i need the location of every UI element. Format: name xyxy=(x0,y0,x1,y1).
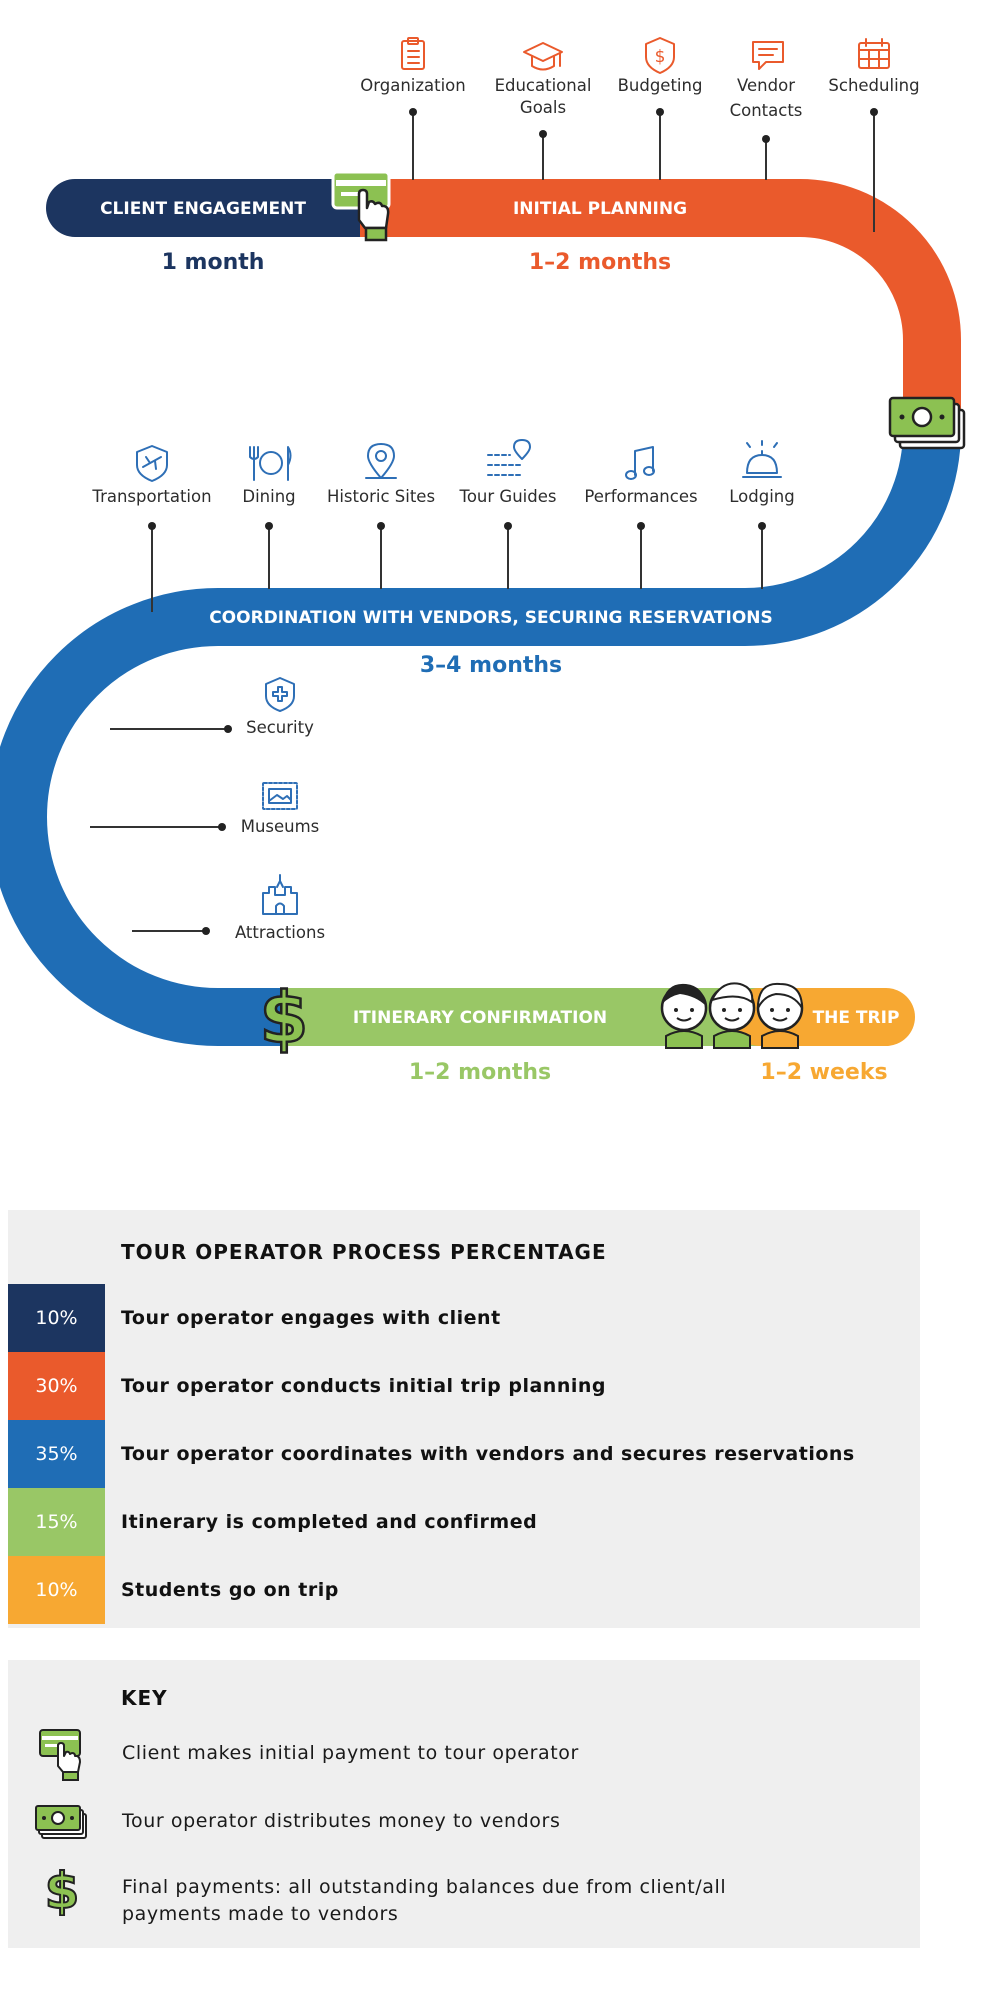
cash-stack-icon xyxy=(888,396,966,450)
vendor-task-label: Dining xyxy=(242,487,295,506)
stage-label-the-trip: THE TRIP xyxy=(813,1008,900,1028)
key-item-text: Client makes initial payment to tour ope… xyxy=(122,1742,579,1764)
students-icon xyxy=(660,982,804,1049)
stage-label-client-engagement: CLIENT ENGAGEMENT xyxy=(100,199,306,219)
vendor-task-tour-guides: Tour Guides xyxy=(459,439,557,589)
map-pin-icon xyxy=(365,443,397,479)
fork-knife-plate-icon xyxy=(249,446,292,481)
vendor-task-performances: Performances xyxy=(584,446,698,589)
svg-text:$: $ xyxy=(655,47,666,67)
key-item-text-line1: Final payments: all outstanding balances… xyxy=(122,1876,727,1898)
key-item-text: Tour operator distributes money to vendo… xyxy=(122,1810,561,1832)
svg-text:$: $ xyxy=(45,1862,80,1916)
graduation-cap-icon xyxy=(523,42,563,71)
vendor-task-label: Tour Guides xyxy=(459,487,557,506)
chat-bubble-icon xyxy=(752,41,784,70)
percentage-description: Tour operator engages with client xyxy=(121,1307,501,1329)
duration-coordination: 3–4 months xyxy=(420,653,562,678)
key-item-text-line2: payments made to vendors xyxy=(122,1903,399,1925)
planning-task-budgeting: $ Budgeting xyxy=(618,37,703,180)
process-percentage-panel: TOUR OPERATOR PROCESS PERCENTAGE 10% Tou… xyxy=(8,1210,920,1628)
service-bell-icon xyxy=(742,440,782,478)
vendor-task-label: Historic Sites xyxy=(327,487,435,506)
vendor-task-transportation: Transportation xyxy=(91,445,212,612)
vendor-task-dining: Dining xyxy=(242,446,296,589)
music-note-icon xyxy=(625,446,655,480)
percentage-description: Students go on trip xyxy=(121,1579,339,1601)
airplane-shield-icon xyxy=(136,445,168,482)
dollar-shield-icon: $ xyxy=(645,37,675,74)
card-payment-hand-icon xyxy=(331,170,391,242)
percentage-description: Itinerary is completed and confirmed xyxy=(121,1511,538,1533)
process-timeline-diagram: CLIENT ENGAGEMENT 1 month INITIAL PLANNI… xyxy=(0,37,966,1085)
stage-label-coordination: COORDINATION WITH VENDORS, SECURING RESE… xyxy=(209,608,773,628)
planning-task-scheduling: Scheduling xyxy=(828,38,920,232)
vendor-task-lodging: Lodging xyxy=(729,440,795,589)
medical-shield-icon xyxy=(265,677,295,712)
planning-task-label: Budgeting xyxy=(618,76,703,95)
dollar-sign-icon: $ xyxy=(258,976,309,1061)
calendar-icon xyxy=(858,38,890,69)
card-payment-hand-icon xyxy=(39,1729,81,1781)
vendor-task-security: Security xyxy=(110,677,314,737)
framed-picture-icon xyxy=(262,782,298,810)
vendor-task-label: Museums xyxy=(241,817,320,836)
dollar-sign-icon: $ xyxy=(44,1861,81,1916)
percentage-swatch: 10% xyxy=(8,1556,105,1624)
planning-task-label-line1: Vendor xyxy=(737,76,795,95)
key-item-text: Final payments: all outstanding balances… xyxy=(122,1874,822,1928)
planning-task-label-line2: Contacts xyxy=(730,101,803,120)
stage-label-itinerary: ITINERARY CONFIRMATION xyxy=(353,1008,607,1028)
svg-text:$: $ xyxy=(260,977,309,1059)
vendor-task-label: Security xyxy=(246,718,314,737)
duration-initial-planning: 1–2 months xyxy=(529,250,671,275)
key-title: KEY xyxy=(121,1686,168,1710)
stage-label-initial-planning: INITIAL PLANNING xyxy=(513,199,687,219)
duration-client-engagement: 1 month xyxy=(162,250,265,275)
panel-title: TOUR OPERATOR PROCESS PERCENTAGE xyxy=(121,1240,607,1264)
track-coordination xyxy=(0,429,961,1046)
vendor-task-label: Transportation xyxy=(91,487,211,506)
planning-task-organization: Organization xyxy=(360,37,466,180)
vendor-task-museums: Museums xyxy=(90,782,320,836)
cash-stack-icon xyxy=(35,1805,87,1839)
percentage-row: 10% Students go on trip xyxy=(8,1556,920,1624)
vendor-task-attractions: Attractions xyxy=(132,874,325,942)
vendor-task-historic-sites: Historic Sites xyxy=(327,443,435,589)
percentage-row: 10% Tour operator engages with client xyxy=(8,1284,920,1352)
planning-task-label-line2: Goals xyxy=(520,98,566,117)
key-panel: KEY Client makes initial payment to tour… xyxy=(8,1660,920,1948)
percentage-swatch: 30% xyxy=(8,1352,105,1420)
percentage-description: Tour operator conducts initial trip plan… xyxy=(121,1375,606,1397)
duration-the-trip: 1–2 weeks xyxy=(760,1060,887,1085)
vendor-task-label: Performances xyxy=(584,487,697,506)
percentage-row: 35% Tour operator coordinates with vendo… xyxy=(8,1420,920,1488)
castle-icon xyxy=(262,874,298,915)
clipboard-icon xyxy=(401,37,425,70)
planning-task-label: Organization xyxy=(360,76,466,95)
planning-task-label: Scheduling xyxy=(828,76,919,95)
percentage-swatch: 35% xyxy=(8,1420,105,1488)
vendor-task-label: Lodging xyxy=(729,487,794,506)
vendor-task-label: Attractions xyxy=(235,923,325,942)
planning-task-label-line1: Educational xyxy=(495,76,592,95)
percentage-row: 30% Tour operator conducts initial trip … xyxy=(8,1352,920,1420)
planning-task-vendor-contacts: Vendor Contacts xyxy=(730,41,803,180)
percentage-swatch: 15% xyxy=(8,1488,105,1556)
track-initial-planning xyxy=(360,179,961,430)
duration-itinerary: 1–2 months xyxy=(409,1060,551,1085)
route-pin-icon xyxy=(487,439,531,476)
percentage-description: Tour operator coordinates with vendors a… xyxy=(121,1443,855,1465)
percentage-swatch: 10% xyxy=(8,1284,105,1352)
percentage-row: 15% Itinerary is completed and confirmed xyxy=(8,1488,920,1556)
planning-task-educational-goals: Educational Goals xyxy=(495,42,592,180)
